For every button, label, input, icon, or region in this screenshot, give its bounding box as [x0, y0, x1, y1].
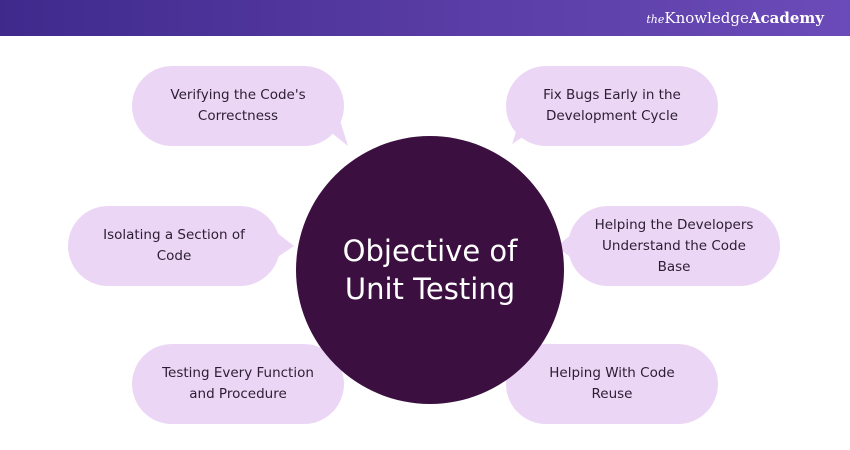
- objective-text: Verifying the Code's Correctness: [170, 87, 306, 124]
- central-title: Objective of Unit Testing: [342, 234, 518, 306]
- tail-mid-left: [276, 232, 294, 258]
- brand-knowledge: Knowledge: [664, 9, 749, 27]
- objective-bubble-verifying: Verifying the Code's Correctness: [132, 66, 344, 146]
- objective-bubble-code-reuse: Helping With Code Reuse: [506, 344, 718, 424]
- objective-text: Fix Bugs Early in the Development Cycle: [543, 87, 681, 124]
- objective-text: Isolating a Section of Code: [103, 227, 245, 264]
- objective-bubble-isolating: Isolating a Section of Code: [68, 206, 280, 286]
- objective-bubble-fix-bugs: Fix Bugs Early in the Development Cycle: [506, 66, 718, 146]
- brand-logo: theKnowledgeAcademy: [646, 8, 824, 30]
- brand-the: the: [646, 13, 665, 26]
- brand-academy: Academy: [748, 9, 824, 27]
- objective-text: Helping the Developers Understand the Co…: [594, 216, 754, 275]
- objective-text: Helping With Code Reuse: [549, 365, 675, 402]
- objective-text: Testing Every Function and Procedure: [162, 365, 314, 402]
- header-bar: theKnowledgeAcademy: [0, 0, 850, 36]
- objective-bubble-testing-functions: Testing Every Function and Procedure: [132, 344, 344, 424]
- central-circle: Objective of Unit Testing: [296, 136, 564, 404]
- objective-bubble-helping-understand: Helping the Developers Understand the Co…: [568, 206, 780, 286]
